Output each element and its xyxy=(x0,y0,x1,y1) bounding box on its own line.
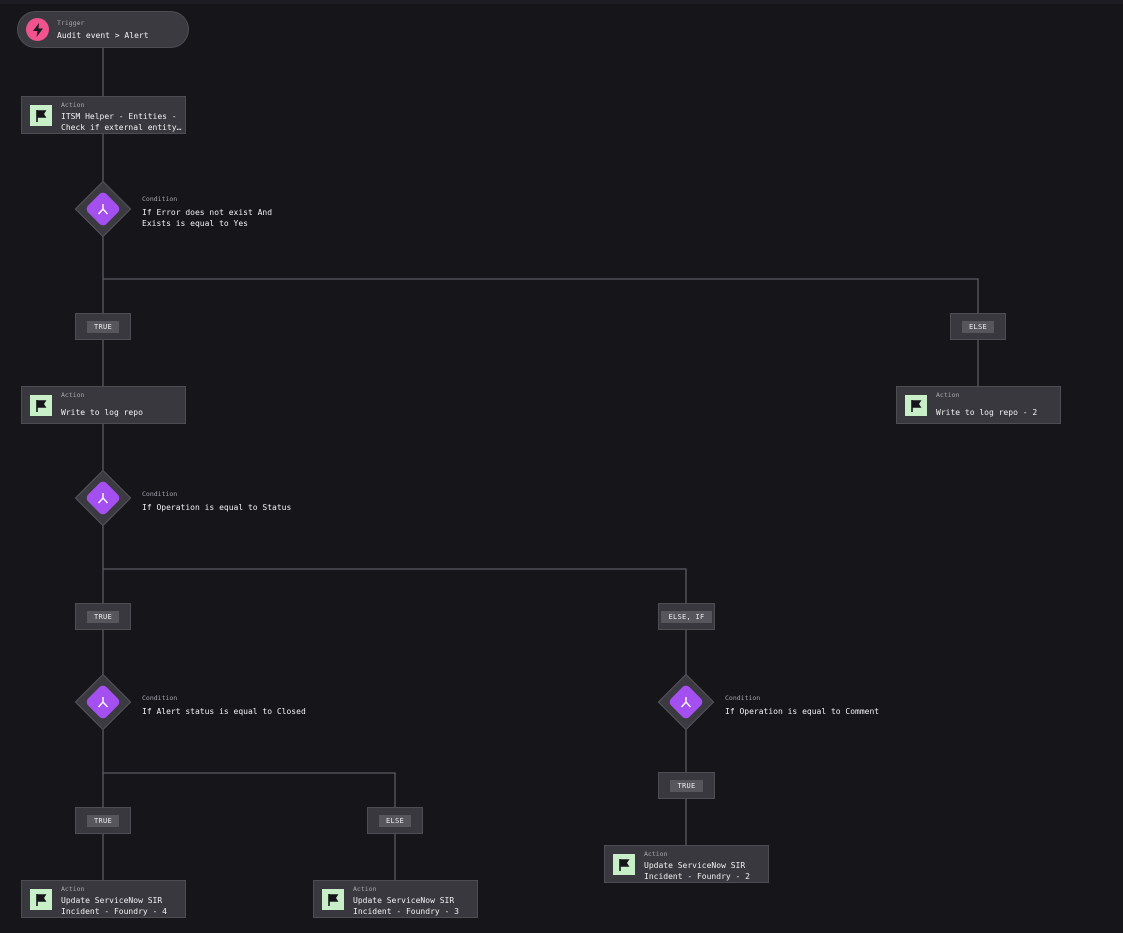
branch-true[interactable]: TRUE xyxy=(75,313,131,340)
condition-node-4[interactable] xyxy=(657,673,715,731)
lightning-icon xyxy=(26,18,49,41)
condition-text: If Operation is equal to Comment xyxy=(725,707,880,716)
trigger-kicker: Trigger xyxy=(57,19,85,27)
action-title: ITSM Helper - Entities -Check if externa… xyxy=(61,112,182,132)
action-kicker: Action xyxy=(61,885,85,893)
branch-true[interactable]: TRUE xyxy=(658,772,715,799)
branch-true[interactable]: TRUE xyxy=(75,603,131,630)
condition-node-1[interactable] xyxy=(74,180,132,238)
branch-else[interactable]: ELSE xyxy=(950,313,1006,340)
branch-icon xyxy=(90,485,116,511)
condition-node-2[interactable] xyxy=(74,469,132,527)
action-kicker: Action xyxy=(61,391,85,399)
flag-icon xyxy=(613,854,635,875)
branch-else[interactable]: ELSE xyxy=(367,807,423,834)
flag-icon xyxy=(322,889,344,910)
flag-icon xyxy=(30,105,52,126)
branch-else-if[interactable]: ELSE, IF xyxy=(658,603,715,630)
action-node-itsm-helper[interactable]: Action ITSM Helper - Entities -Check if … xyxy=(21,96,186,134)
condition-label-4: Condition If Operation is equal to Comme… xyxy=(725,694,925,717)
branch-icon xyxy=(90,689,116,715)
flag-icon xyxy=(30,395,52,416)
branch-true[interactable]: TRUE xyxy=(75,807,131,834)
action-kicker: Action xyxy=(936,391,960,399)
condition-label-1: Condition If Error does not exist And Ex… xyxy=(142,195,292,229)
condition-node-3[interactable] xyxy=(74,673,132,731)
action-kicker: Action xyxy=(353,885,377,893)
action-node-write-log-2[interactable]: Action Write to log repo - 2 xyxy=(896,386,1061,424)
condition-text: If Alert status is equal to Closed xyxy=(142,707,306,716)
trigger-node[interactable]: Trigger Audit event > Alert xyxy=(17,11,189,48)
action-kicker: Action xyxy=(61,101,85,109)
condition-text: If Operation is equal to Status xyxy=(142,503,292,512)
branch-icon xyxy=(90,196,116,222)
action-title: Write to log repo xyxy=(61,408,143,417)
condition-label-3: Condition If Alert status is equal to Cl… xyxy=(142,694,342,717)
action-title: Write to log repo - 2 xyxy=(936,408,1038,417)
branch-icon xyxy=(673,689,699,715)
trigger-title: Audit event > Alert xyxy=(57,31,149,40)
condition-text: If Error does not exist And Exists is eq… xyxy=(142,208,273,228)
top-bar xyxy=(0,0,1123,4)
condition-label-2: Condition If Operation is equal to Statu… xyxy=(142,490,342,513)
action-node-write-log[interactable]: Action Write to log repo xyxy=(21,386,186,424)
flag-icon xyxy=(30,889,52,910)
flag-icon xyxy=(905,395,927,416)
action-kicker: Action xyxy=(644,850,668,858)
